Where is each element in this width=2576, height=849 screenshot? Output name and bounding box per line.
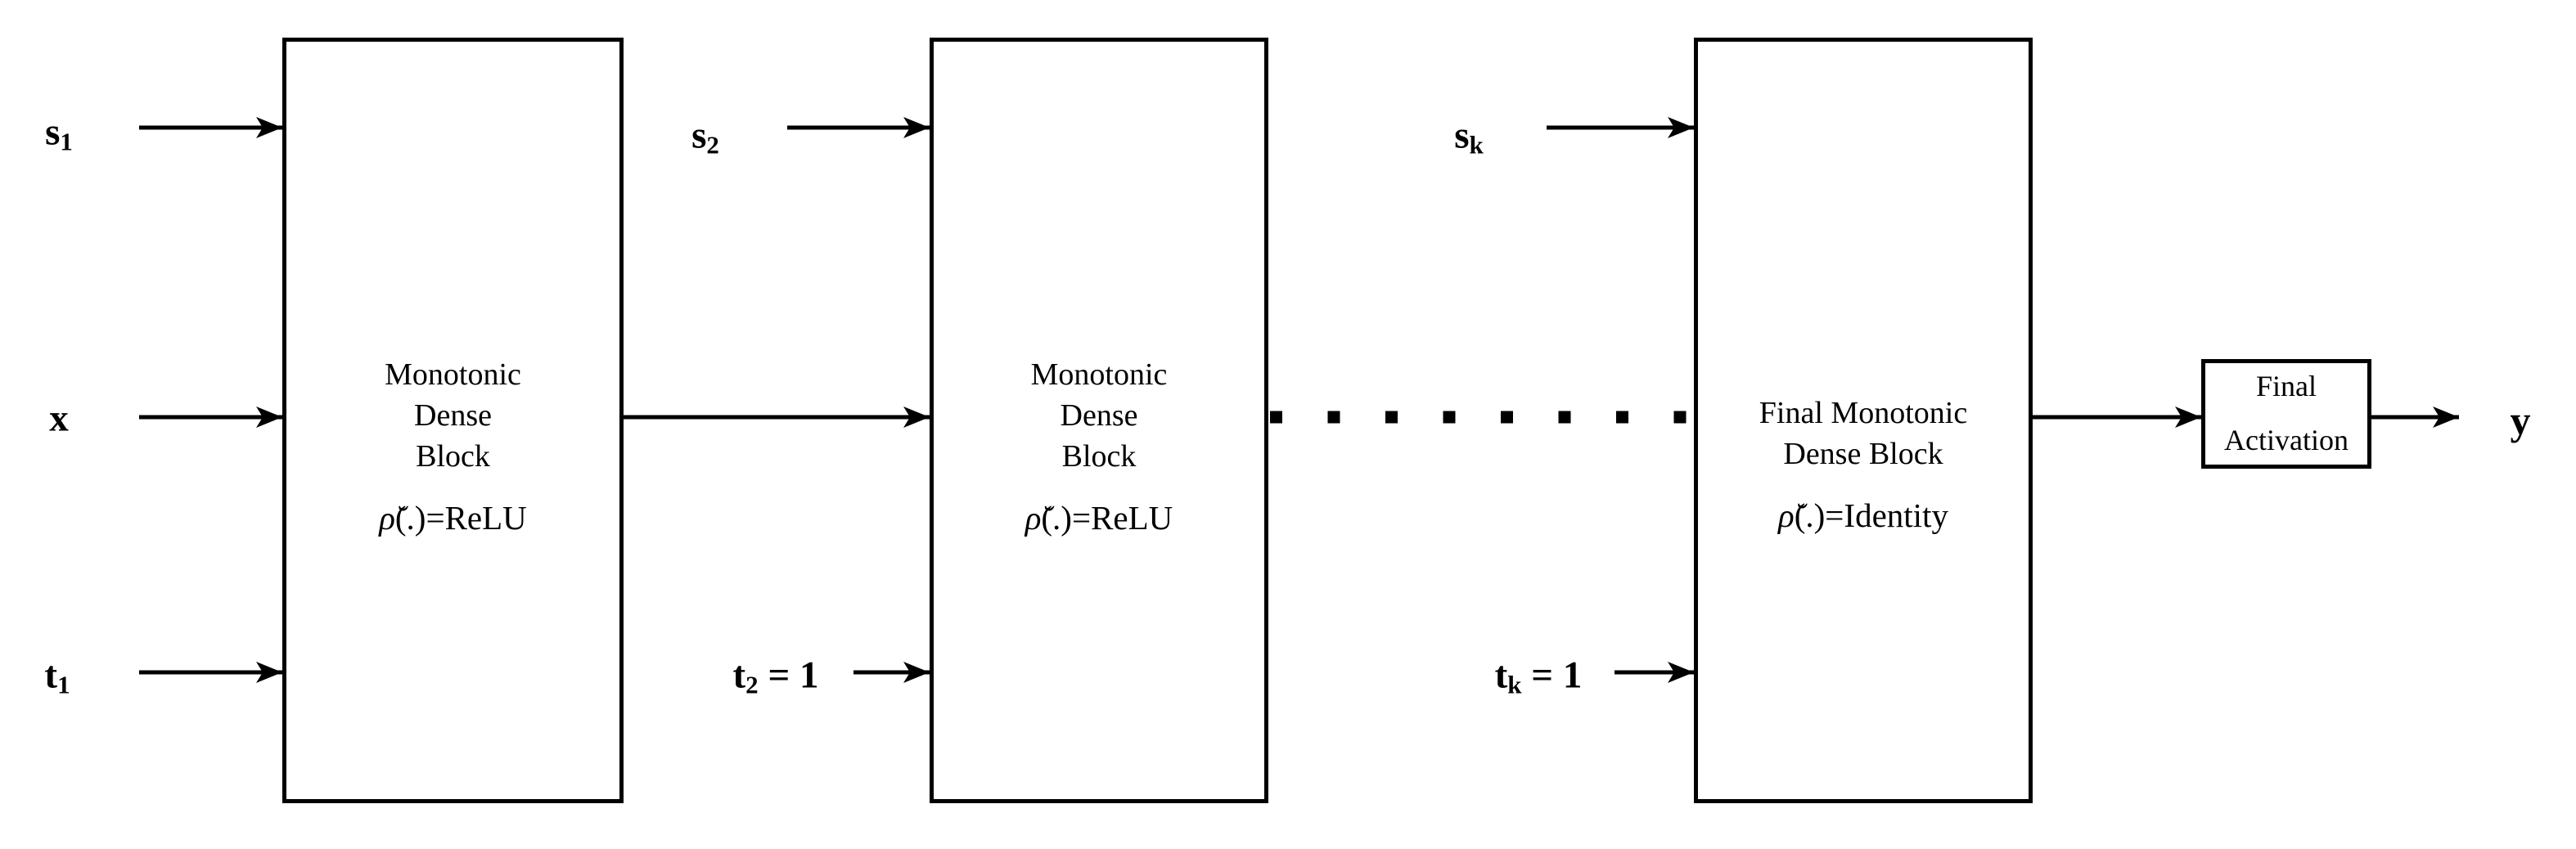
input-label-s2-subscript: 2 [706,130,719,159]
monotonic-dense-block-2-text: Monotonic Dense Block ρ̆(.)=ReLU [934,354,1264,537]
input-label-t1-base: t [44,654,58,697]
input-label-tk-rest: = 1 [1521,654,1583,697]
equation-rest: (.)=ReLU [394,499,527,537]
monotonic-dense-block-1-title: Monotonic Dense Block [286,354,619,477]
final-activation-label-line1: Final [2255,370,2317,402]
block-title-line: Monotonic [1030,357,1168,392]
monotonic-dense-block-2: Monotonic Dense Block ρ̆(.)=ReLU [930,38,1268,803]
input-label-tk: tk = 1 [1494,654,1583,698]
input-label-x: x [49,397,69,440]
input-label-sk-subscript: k [1469,130,1484,159]
block-title-line: Monotonic [385,357,521,392]
block-title-line: Dense Block [1783,437,1943,471]
input-label-s2-base: s [691,114,707,157]
input-label-s1: s1 [45,110,73,155]
block-title-line: Block [416,439,490,474]
input-label-t1: t1 [44,654,70,698]
block-title-line: Block [1061,439,1137,474]
input-label-s1-base: s [45,110,61,154]
input-label-tk-subscript: k [1507,670,1522,699]
monotonic-dense-block-1-text: Monotonic Dense Block ρ̆(.)=ReLU [286,354,619,537]
input-label-t2-rest: = 1 [758,654,819,697]
final-monotonic-dense-block-text: Final Monotonic Dense Block ρ̆(.)=Identi… [1698,393,2029,535]
input-label-sk: sk [1454,114,1484,158]
final-monotonic-dense-block: Final Monotonic Dense Block ρ̆(.)=Identi… [1694,38,2033,803]
block-title-line: Dense [414,398,492,433]
output-label-y: y [2510,398,2531,443]
input-label-tk-base: t [1494,654,1508,697]
input-label-t2: t2 = 1 [732,654,819,698]
equation-rest: (.)=Identity [1794,496,1948,534]
input-label-s2: s2 [691,114,719,158]
final-monotonic-dense-block-activation-equation: ρ̆(.)=Identity [1698,496,2029,535]
input-label-t2-base: t [732,654,746,697]
input-label-s1-subscript: 1 [60,127,73,156]
final-activation-label-line2: Activation [2224,424,2349,456]
final-monotonic-dense-block-title: Final Monotonic Dense Block [1698,393,2029,474]
block-title-line: Dense [1060,398,1138,433]
rho-symbol: ρ̆ [379,499,395,537]
rho-symbol: ρ̆ [1778,496,1795,534]
final-activation-box: Final Activation [2201,359,2371,469]
monotonic-dense-block-2-activation-equation: ρ̆(.)=ReLU [934,498,1264,537]
monotonic-dense-block-1-activation-equation: ρ̆(.)=ReLU [286,498,619,537]
monotonic-dense-block-1: Monotonic Dense Block ρ̆(.)=ReLU [282,38,624,803]
rho-symbol: ρ̆ [1025,499,1042,537]
monotonic-dense-block-2-title: Monotonic Dense Block [934,354,1264,477]
input-label-t1-subscript: 1 [57,670,70,699]
input-label-t2-subscript: 2 [745,670,759,699]
input-label-x-base: x [49,397,69,440]
input-label-sk-base: s [1454,114,1470,157]
equation-rest: (.)=ReLU [1041,499,1173,537]
block-title-line: Final Monotonic [1759,396,1968,430]
